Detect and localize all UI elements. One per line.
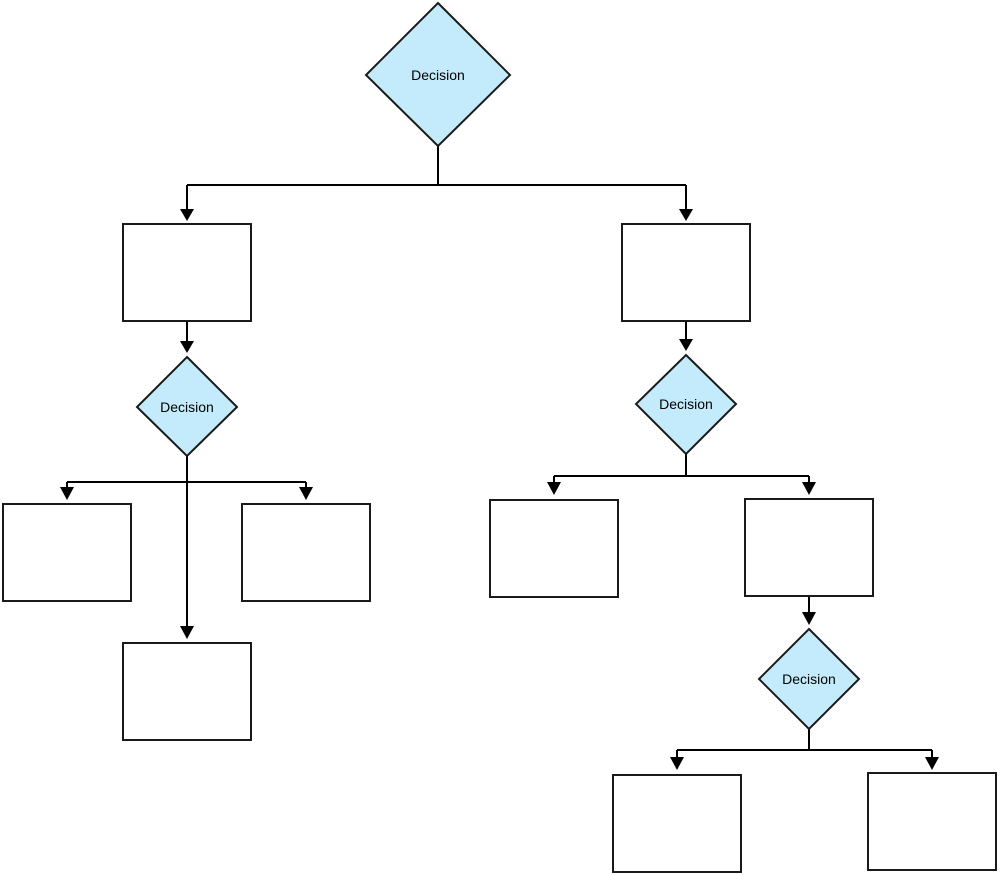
process-box-rect	[489, 499, 619, 598]
arrowhead	[60, 487, 74, 500]
decision-label: Decision	[411, 67, 465, 83]
arrowhead	[180, 209, 194, 221]
process-box-bottom-right[interactable]	[867, 772, 997, 871]
arrowhead	[679, 339, 693, 351]
process-box-left-l1[interactable]	[122, 223, 252, 322]
arrowhead	[180, 341, 194, 353]
process-box-left-bottom[interactable]	[122, 642, 252, 741]
arrowhead	[299, 487, 313, 500]
process-box-rect	[612, 774, 742, 873]
arrowhead	[180, 626, 194, 639]
decision-left[interactable]: Decision	[135, 355, 239, 458]
process-box-right-right[interactable]	[744, 498, 874, 597]
process-box-rect	[867, 772, 997, 871]
connector-left-decision-split	[66, 456, 307, 627]
decision-top[interactable]: Decision	[364, 1, 512, 148]
process-box-rect	[2, 503, 132, 602]
process-box-right-left[interactable]	[489, 499, 619, 598]
decision-label: Decision	[782, 671, 836, 687]
arrowhead	[802, 612, 816, 625]
arrowhead	[925, 757, 939, 770]
connector-top-split	[186, 146, 687, 210]
arrowhead	[679, 209, 693, 221]
decision-bottom[interactable]: Decision	[757, 627, 861, 731]
connector-right-decision-split	[553, 454, 810, 483]
arrowhead	[802, 482, 816, 495]
decision-diamond	[634, 353, 738, 456]
process-box-right-l1[interactable]	[621, 223, 751, 322]
process-box-left-left[interactable]	[2, 503, 132, 602]
process-box-rect	[122, 223, 252, 322]
process-box-left-right[interactable]	[241, 503, 371, 602]
process-box-rect	[744, 498, 874, 597]
process-box-rect	[122, 642, 252, 741]
decision-diamond	[364, 1, 512, 148]
decision-diamond	[757, 627, 861, 731]
decision-label: Decision	[160, 399, 214, 415]
process-box-rect	[241, 503, 371, 602]
arrowhead	[547, 482, 561, 495]
decision-diamond	[135, 355, 239, 458]
decision-right[interactable]: Decision	[634, 353, 738, 456]
connector-bottom-decision-split	[676, 729, 933, 758]
decision-label: Decision	[659, 396, 713, 412]
arrowhead	[670, 757, 684, 770]
process-box-rect	[621, 223, 751, 322]
process-box-bottom-left[interactable]	[612, 774, 742, 873]
